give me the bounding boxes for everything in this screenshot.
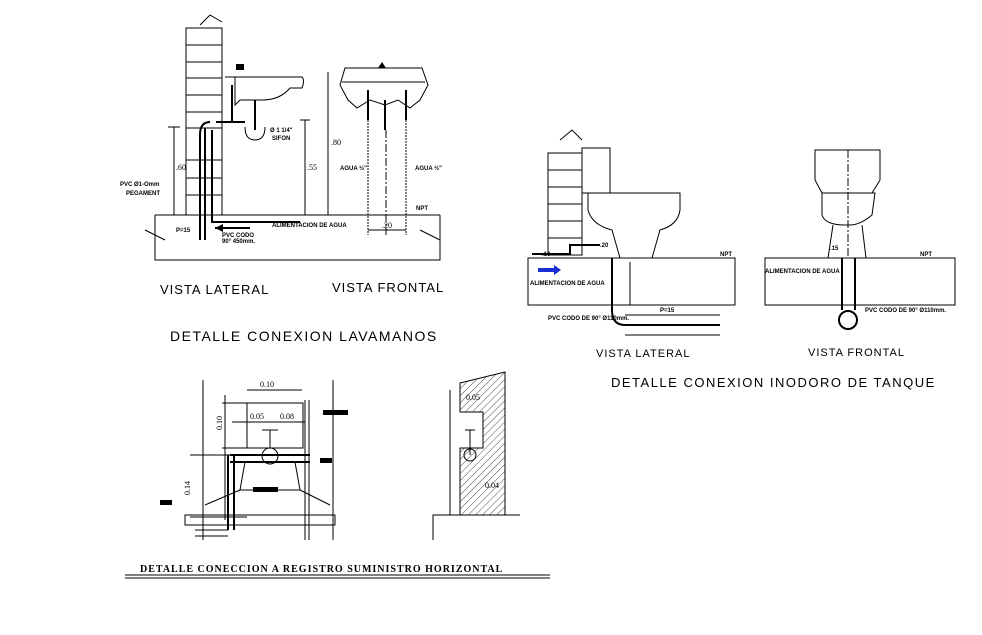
left-pipe-label: AGUA ½" [340, 165, 367, 172]
lavamanos-vista-lateral: .60 .55 .80 Ø 1 1/4" SIFON PVC Ø1-Omm PE… [120, 14, 441, 261]
inodoro-title: DETALLE CONEXION INODORO DE TANQUE [611, 375, 936, 390]
dim-005-side: 0.05 [466, 393, 480, 402]
codo-label-1: PVC CODO [222, 233, 254, 239]
dim-008: 0.08 [280, 412, 294, 421]
inodoro-codo-lateral-label: PVC CODO DE 90° Ø110mm. [548, 316, 629, 322]
inodoro-codo-frontal-label: PVC CODO DE 90° Ø110mm. [865, 308, 946, 314]
pvc-label: PVC Ø1-Omm [120, 182, 159, 188]
inodoro-frontal-alimentacion-label: ALIMENTACION DE AGUA [765, 269, 840, 275]
dim-005: 0.05 [250, 412, 264, 421]
inodoro-dim-20: .20 [600, 243, 609, 249]
inodoro-lateral-label: VISTA LATERAL [596, 348, 691, 360]
dim-010-side: 0.10 [215, 416, 224, 430]
codo-label-2: 90° 450mm. [222, 239, 255, 245]
right-pipe-label: AGUA ½" [415, 165, 442, 172]
lavamanos-lateral-label: VISTA LATERAL [160, 282, 269, 297]
dim-010-top: 0.10 [260, 380, 274, 389]
lavamanos-frontal-label: VISTA FRONTAL [332, 280, 444, 295]
inodoro-alimentacion-label: ALIMENTACION DE AGUA [530, 281, 605, 287]
registro-detalle-frontal: 0.10 0.05 0.08 0.10 0.14 [160, 380, 348, 540]
registro-detalle-lateral: 0.05 0.04 [432, 371, 520, 540]
sifon-diam-label: Ø 1 1/4" [270, 128, 293, 134]
dim-80: .80 [331, 138, 341, 147]
title-underline [125, 574, 550, 579]
inodoro-npt-lateral: NPT [720, 252, 732, 258]
inodoro-frontal-label: VISTA FRONTAL [808, 347, 905, 359]
dim-20: .20 [382, 221, 392, 230]
lavamanos-title: DETALLE CONEXION LAVAMANOS [170, 328, 438, 344]
flow-arrow [538, 265, 561, 275]
registro-title: DETALLE CONECCION A REGISTRO SUMINISTRO … [140, 564, 503, 575]
npt-label: NPT [416, 206, 428, 212]
lavamanos-vista-frontal: .20 AGUA ½" AGUA ½" [339, 62, 442, 235]
inodoro-dim-15: .15 [830, 246, 839, 252]
dim-60: .60 [176, 163, 186, 172]
inodoro-p15-label: P=15 [660, 308, 675, 314]
inodoro-npt-frontal: NPT [920, 252, 932, 258]
dim-55: .55 [307, 163, 317, 172]
p15-label: P=15 [176, 228, 191, 234]
dim-014: 0.14 [183, 481, 192, 495]
pvc-label-2: PEGAMENT [126, 191, 160, 197]
inodoro-vista-frontal: ALIMENTACION DE AGUA PVC CODO DE 90° Ø11… [764, 149, 956, 330]
alimentacion-label: ALIMENTACION DE AGUA [272, 223, 347, 229]
inodoro-dim-10: .10 [542, 252, 551, 258]
inodoro-vista-lateral: ALIMENTACION DE AGUA P=15 PVC CODO DE 90… [527, 129, 736, 336]
dim-004: 0.04 [485, 481, 499, 490]
sifon-label: SIFON [272, 136, 290, 142]
